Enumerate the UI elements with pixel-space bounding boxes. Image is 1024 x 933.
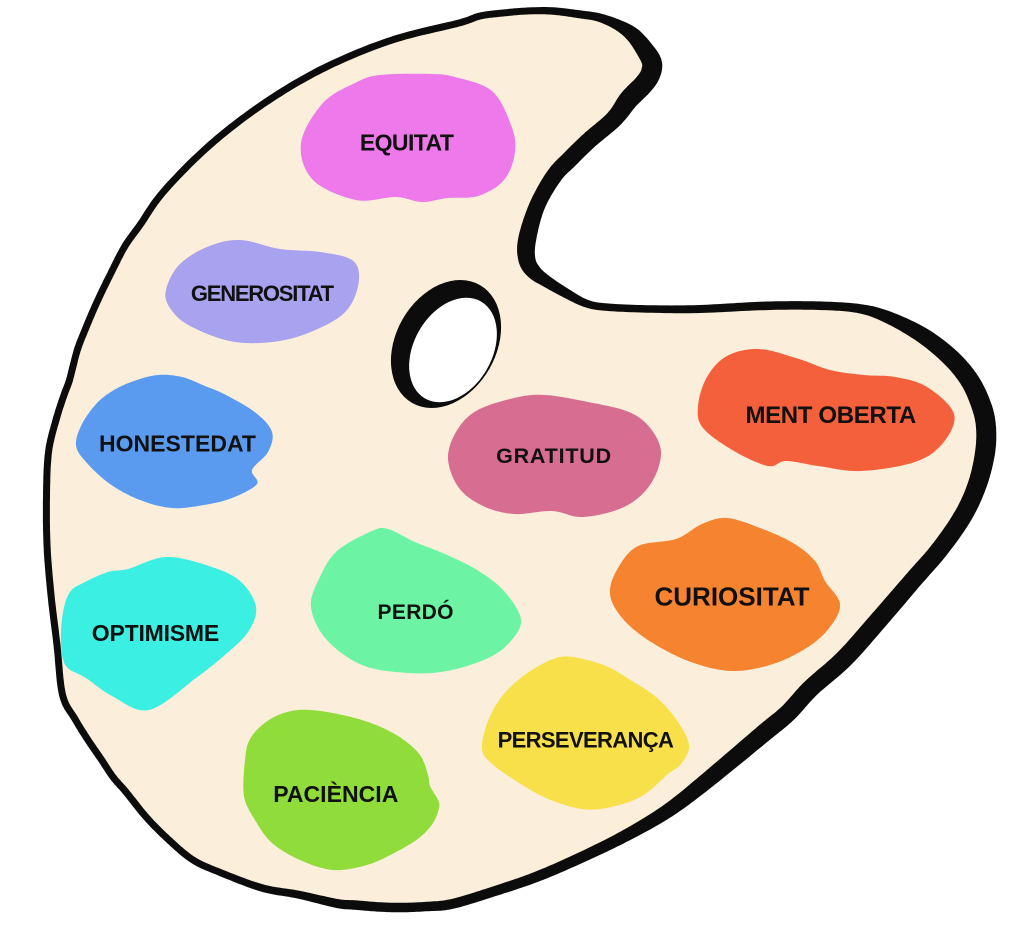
- svg-text:PACIÈNCIA: PACIÈNCIA: [273, 780, 398, 807]
- svg-text:PERDÓ: PERDÓ: [378, 600, 454, 624]
- svg-text:GRATITUD: GRATITUD: [496, 444, 612, 468]
- svg-text:EQUITAT: EQUITAT: [360, 129, 454, 155]
- svg-text:HONESTEDAT: HONESTEDAT: [99, 431, 256, 457]
- svg-text:CURIOSITAT: CURIOSITAT: [654, 581, 809, 611]
- svg-text:MENT OBERTA: MENT OBERTA: [746, 402, 916, 429]
- svg-text:PERSEVERANÇA: PERSEVERANÇA: [498, 728, 674, 753]
- svg-text:OPTIMISME: OPTIMISME: [92, 620, 219, 646]
- svg-text:GENEROSITAT: GENEROSITAT: [191, 281, 335, 306]
